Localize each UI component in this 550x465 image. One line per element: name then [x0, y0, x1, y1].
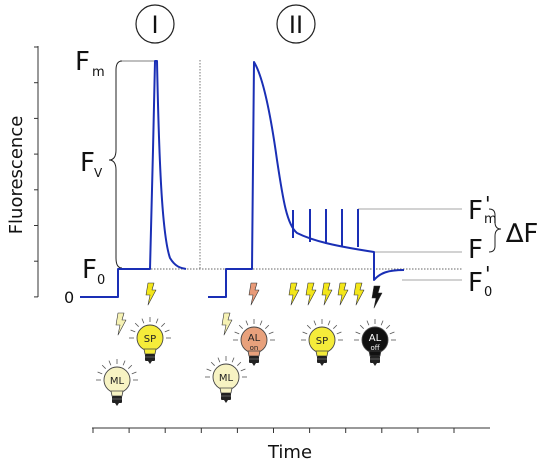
- svg-text:F: F: [75, 47, 90, 77]
- zero-label: 0: [64, 288, 74, 307]
- saturation-pulse-flash: [145, 282, 157, 306]
- sp-bulb-icon: SP: [301, 319, 343, 366]
- svg-text:m: m: [92, 65, 105, 80]
- ml-bulb-icon: ML: [96, 359, 138, 406]
- actinic-light-flash: [248, 282, 260, 306]
- bulb-label: ML: [219, 373, 234, 384]
- bulb-label: SP: [144, 334, 156, 345]
- svg-text:F: F: [80, 148, 95, 178]
- saturation-pulse-flash: [288, 282, 300, 306]
- svg-text:F: F: [82, 255, 97, 285]
- actinic-light-off-flash: [371, 285, 383, 309]
- y-axis: [34, 46, 39, 298]
- fv-brace: [108, 60, 123, 269]
- delta-f-label: ∆F: [505, 219, 538, 249]
- x-axis-label: Time: [267, 442, 312, 463]
- f0-prime-label: F 0 ': [468, 262, 492, 300]
- sp-bulb-icon: SP: [129, 317, 171, 364]
- svg-text:I: I: [151, 11, 158, 39]
- bulb-label: ML: [110, 376, 125, 387]
- guide-lines: [118, 60, 462, 281]
- y-axis-label: Fluorescence: [6, 116, 27, 235]
- saturation-pulse-flash: [337, 282, 349, 306]
- svg-text:0: 0: [97, 273, 105, 288]
- svg-text:F: F: [468, 268, 483, 298]
- bulb-label: AL: [248, 333, 261, 344]
- fm-label: F m: [75, 47, 105, 80]
- f-label: F: [468, 235, 483, 265]
- svg-text:': ': [485, 192, 491, 216]
- fluorescence-trace: [80, 60, 405, 298]
- light-flash-markers: [115, 282, 383, 336]
- saturation-pulse-spikes: [292, 209, 359, 247]
- phase-marker-i: I: [135, 4, 175, 44]
- bulb-sublabel: off: [370, 344, 379, 352]
- svg-text:II: II: [289, 11, 303, 39]
- ml-bulb-icon: ML: [205, 356, 247, 403]
- fm-prime-label: F m ': [468, 192, 497, 227]
- x-axis: [92, 427, 490, 433]
- svg-text:V: V: [94, 166, 103, 180]
- svg-text:': ': [485, 262, 491, 286]
- svg-text:m: m: [484, 212, 497, 227]
- measuring-light-flash: [221, 312, 233, 336]
- svg-text:F: F: [468, 196, 483, 226]
- bulb-label: SP: [316, 336, 328, 347]
- bulb-label: AL: [369, 333, 382, 344]
- measuring-light-flash: [115, 312, 127, 336]
- phase-marker-ii: II: [276, 4, 316, 44]
- delta-f-brace: [488, 208, 502, 253]
- bulb-sublabel: on: [250, 344, 259, 352]
- saturation-pulse-flash: [353, 282, 365, 306]
- fv-label: F V: [80, 148, 103, 180]
- f0-label: F 0: [82, 255, 105, 288]
- svg-text:0: 0: [484, 285, 492, 300]
- saturation-pulse-flash: [321, 282, 333, 306]
- saturation-pulse-flash: [305, 282, 317, 306]
